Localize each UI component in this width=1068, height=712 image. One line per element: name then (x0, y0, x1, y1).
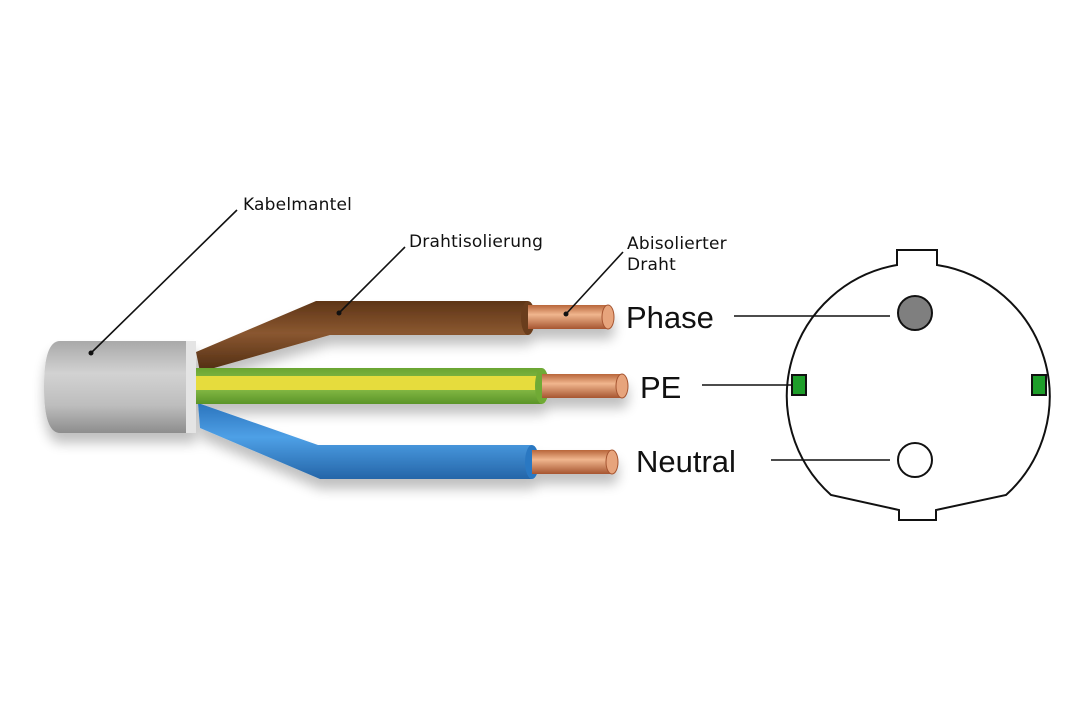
socket-outline (785, 249, 1051, 521)
abisolierter-dot (563, 311, 569, 317)
socket-neutral-hole (897, 442, 933, 478)
socket-ground-clip-right (1031, 374, 1047, 396)
kabelmantel-dot (88, 350, 94, 356)
drahtisolierung-dot (336, 310, 342, 316)
abisolierter-label-line1: Abisolierter (627, 234, 727, 254)
abisolierter-label-line2: Draht (627, 255, 676, 275)
kabelmantel-leader (90, 209, 238, 354)
phase-copper-conductor (528, 305, 608, 329)
copper-conductor-icon (605, 449, 619, 475)
pe-wire-yellow-stripe (196, 376, 542, 390)
socket-outlet-icon (785, 249, 1051, 521)
phase-wire-insulation (196, 301, 528, 372)
abisolierter-leader (565, 251, 624, 315)
socket-leader-lines (702, 315, 890, 461)
cable-assembly (44, 301, 629, 479)
neutral-label: Neutral (636, 444, 736, 479)
cable-leader-lines (90, 209, 624, 354)
socket-ground-clip-left (791, 374, 807, 396)
socket-phase-hole (897, 295, 933, 331)
kabelmantel-label: Kabelmantel (243, 195, 352, 215)
pe-label: PE (640, 370, 681, 405)
copper-conductor-icon (601, 304, 615, 330)
neutral-wire-insulation (198, 403, 532, 479)
phase-label: Phase (626, 300, 714, 335)
drahtisolierung-leader (338, 246, 406, 314)
drahtisolierung-label: Drahtisolierung (409, 232, 543, 252)
copper-conductor-icon (615, 373, 629, 399)
pe-copper-conductor (542, 374, 622, 398)
neutral-copper-conductor (532, 450, 612, 474)
cable-jacket-edge (186, 341, 196, 433)
cable-jacket-icon (44, 341, 188, 433)
